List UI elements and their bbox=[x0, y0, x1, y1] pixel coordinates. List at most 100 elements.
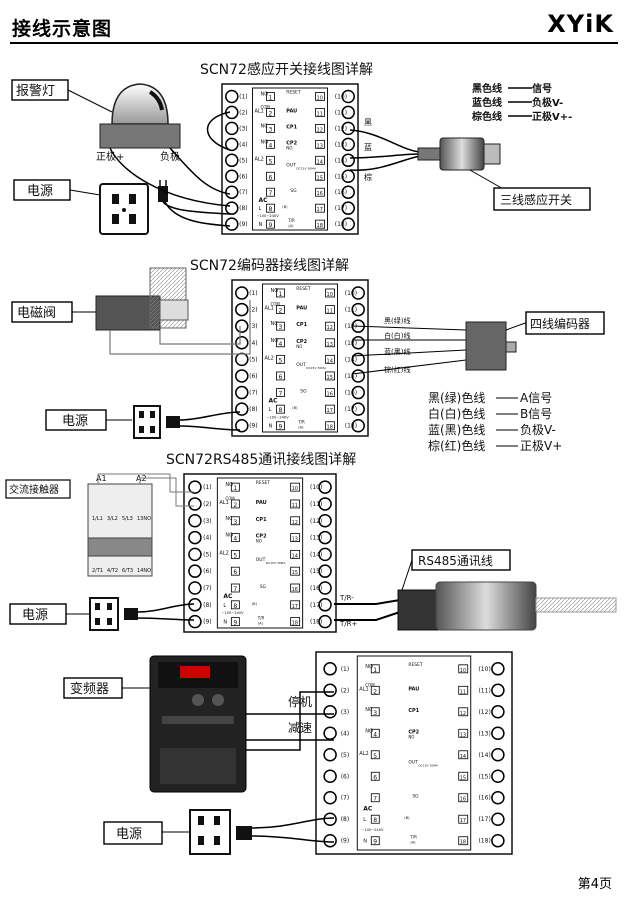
inner-left-box bbox=[276, 288, 285, 298]
inner-tr-label: T/R bbox=[287, 218, 295, 223]
left-terminal-number: (4) bbox=[239, 141, 248, 148]
left-terminal-number: (5) bbox=[249, 356, 257, 363]
left-screw-terminal bbox=[235, 319, 249, 333]
sensor-label: 三线感应开关 bbox=[500, 192, 572, 207]
inner-left-number: 8 bbox=[278, 407, 282, 414]
left-screw-terminal bbox=[188, 581, 202, 595]
inner-left-number: 1 bbox=[233, 485, 237, 492]
right-screw-terminal bbox=[318, 614, 332, 629]
inner-left-box bbox=[370, 793, 380, 803]
inner-left-box bbox=[276, 371, 285, 381]
inner-no1-label: NO bbox=[260, 91, 268, 97]
inner-voltage-label: ~100~240V bbox=[221, 611, 244, 615]
legend2-color-2: 蓝(黑)色线 bbox=[428, 423, 485, 437]
inner-right-number: 14 bbox=[317, 159, 323, 165]
legend1-color-1: 蓝色线 bbox=[472, 96, 502, 109]
right-screw-terminal bbox=[341, 185, 355, 199]
wire-tr-plus bbox=[334, 611, 401, 621]
inner-right-box bbox=[290, 516, 301, 526]
right-terminal-number: (11) bbox=[345, 307, 357, 314]
inner-n-label: N bbox=[363, 839, 367, 845]
brand-logo: XYiK bbox=[547, 10, 614, 38]
left-terminal-number: (8) bbox=[249, 406, 257, 413]
inner-right-number: 11 bbox=[460, 689, 466, 695]
inner-left-number: 4 bbox=[233, 536, 237, 543]
right-terminal-number: (17) bbox=[335, 205, 347, 212]
left-terminal-number: (8) bbox=[203, 602, 212, 609]
inner-sg-label: SG bbox=[260, 584, 267, 590]
wall-socket-2-icon bbox=[133, 405, 161, 439]
inner-cp1-label: CP1 bbox=[296, 322, 307, 328]
right-screw-terminal bbox=[351, 286, 365, 300]
inner-left-number: 2 bbox=[233, 502, 237, 509]
inner-right-number: 14 bbox=[460, 754, 466, 760]
contactor-top-3: 13NO bbox=[137, 516, 151, 522]
inner-left-number: 9 bbox=[233, 620, 237, 627]
right-screw-terminal bbox=[318, 547, 332, 562]
inner-left-number: 7 bbox=[278, 391, 282, 398]
right-screw-terminal bbox=[351, 402, 365, 416]
inner-sg-label: SG bbox=[300, 389, 307, 395]
left-terminal-number: (8) bbox=[239, 205, 248, 212]
inner-cp1-label: CP1 bbox=[286, 124, 297, 130]
proximity-sensor-icon bbox=[417, 137, 501, 171]
inner-right-box bbox=[315, 123, 325, 133]
section1-title: SCN72感应开关接线图详解 bbox=[200, 61, 373, 78]
solenoid-valve-icon bbox=[95, 267, 189, 331]
left-screw-terminal bbox=[188, 564, 202, 578]
inner-l-label: L bbox=[363, 817, 366, 823]
inner-left-number: 9 bbox=[278, 424, 282, 431]
inner-right-number: 17 bbox=[317, 207, 323, 213]
inner-left-number: 1 bbox=[373, 667, 377, 674]
inner-left-box bbox=[370, 728, 380, 738]
inner-a-label: (A) bbox=[410, 841, 416, 845]
inner-left-number: 7 bbox=[268, 190, 272, 197]
inner-left-box bbox=[266, 203, 275, 213]
controller-frame bbox=[231, 279, 369, 437]
inner-left-number: 6 bbox=[233, 569, 237, 576]
inner-voltage-label: ~100~240V bbox=[361, 828, 384, 832]
inner-right-box bbox=[290, 617, 301, 627]
inner-left-number: 5 bbox=[233, 552, 237, 559]
right-screw-terminal bbox=[491, 769, 505, 784]
contactor-top-0: 1/L1 bbox=[92, 516, 103, 522]
inner-nc-label: NC bbox=[260, 123, 268, 129]
inner-right-box bbox=[325, 354, 335, 364]
right-screw-terminal bbox=[318, 564, 332, 578]
inner-no1-label: NO bbox=[270, 288, 278, 294]
left-screw-terminal bbox=[188, 614, 202, 629]
inner-left-number: 8 bbox=[233, 603, 237, 610]
inner-reset-label: RESET bbox=[296, 286, 311, 292]
inner-tr-label: T/R bbox=[257, 616, 265, 621]
right-screw-terminal bbox=[341, 137, 355, 152]
right-screw-terminal bbox=[318, 497, 332, 511]
left-terminal-number: (7) bbox=[249, 390, 257, 397]
inner-ac-label: AC bbox=[258, 197, 268, 204]
right-terminal-number: (11) bbox=[478, 687, 490, 694]
inner-nc-label: NC bbox=[270, 321, 278, 327]
right-screw-terminal bbox=[491, 833, 505, 848]
left-screw-terminal bbox=[323, 662, 337, 676]
wire-tr-minus bbox=[334, 599, 401, 605]
inner-left-number: 3 bbox=[268, 126, 272, 133]
tr-plus-label: T/R+ bbox=[339, 620, 357, 628]
controller-inner bbox=[261, 283, 339, 433]
power-plug-2-icon bbox=[166, 416, 180, 428]
inner-right-box bbox=[290, 482, 301, 492]
encoder-label: 四线编码器 bbox=[530, 316, 590, 331]
inner-left-box bbox=[230, 482, 240, 492]
inner-al1-label: AL1 bbox=[359, 686, 368, 692]
right-screw-terminal bbox=[491, 748, 505, 762]
alarm-lamp-pointer bbox=[67, 89, 113, 113]
inner-right-number: 15 bbox=[460, 775, 466, 781]
wall-socket-4-icon bbox=[189, 809, 231, 855]
right-terminal-number: (16) bbox=[478, 795, 490, 802]
legend2-signal-0: A信号 bbox=[520, 391, 552, 405]
inner-a-label: (A) bbox=[298, 426, 304, 430]
inner-right-number: 13 bbox=[460, 732, 466, 738]
wire-power-2b bbox=[179, 425, 241, 431]
inner-out-spec: DC15V 30MA bbox=[418, 763, 439, 767]
inner-out-label: OUT bbox=[286, 163, 296, 169]
right-screw-terminal bbox=[318, 480, 332, 494]
